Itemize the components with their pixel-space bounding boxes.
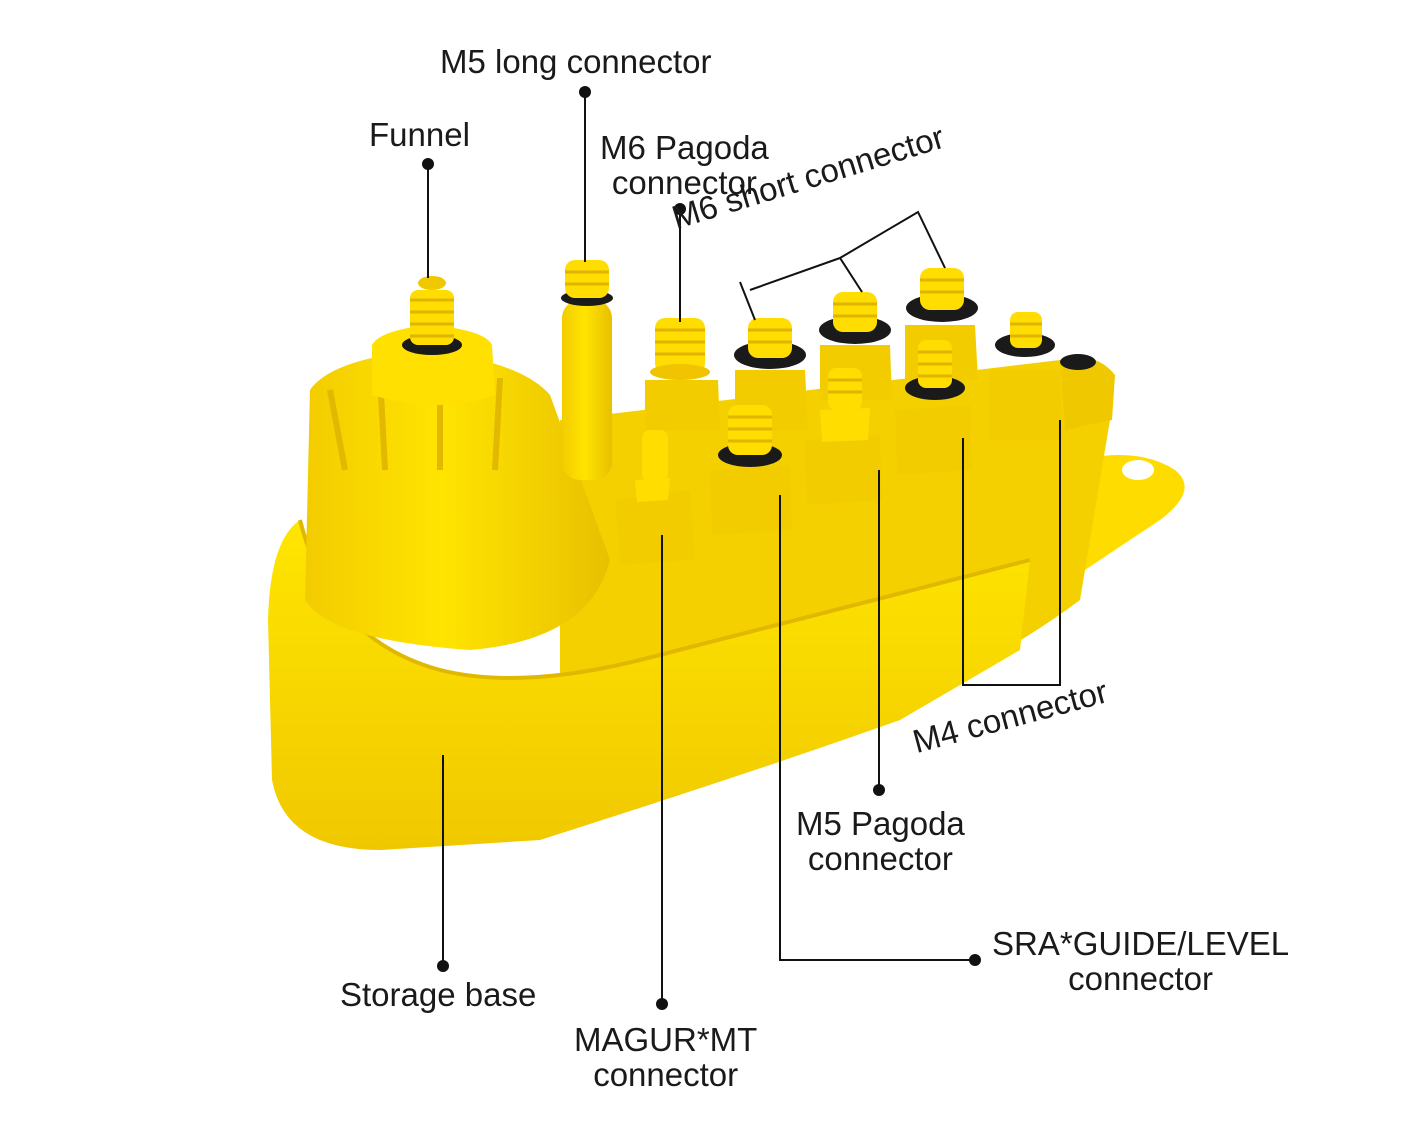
funnel-shape [305,276,610,650]
label-m6-pagoda-connector: M6 Pagoda connector [600,130,769,200]
m5-long-connector-shape [561,260,613,480]
label-magura-line2: connector [593,1056,739,1093]
label-m6-pagoda-line1: M6 Pagoda [600,129,769,166]
front-row-connectors [615,340,972,565]
label-sra-line1: SRA*GUIDE/LEVEL [992,925,1290,962]
label-magura-line1: MAGUR*MT [574,1021,758,1058]
leader-lines [427,92,1061,1004]
label-magura-mt-connector: MAGUR*MT connector [574,1022,757,1092]
label-m5-pagoda-line2: connector [807,840,953,877]
label-sra-guide-level-connector: SRA*GUIDE/LEVEL connector [992,926,1289,996]
label-sra-line2: connector [1068,960,1214,997]
label-m5-long-connector: M5 long connector [440,43,712,80]
label-m5-pagoda-line1: M5 Pagoda [796,805,965,842]
label-storage-base: Storage base [340,976,537,1013]
label-funnel: Funnel [369,116,470,153]
leader-dots [422,86,981,1010]
label-m6-pagoda-line2: connector [611,164,757,201]
label-m5-pagoda-connector: M5 Pagoda connector [796,806,965,876]
